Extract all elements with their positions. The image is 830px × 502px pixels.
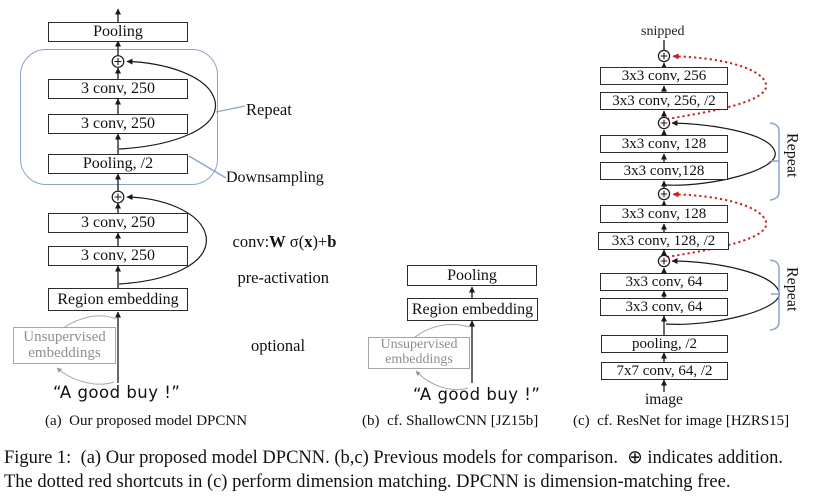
formula-part: σ( [285, 232, 305, 252]
node-conv64-b: 3x3 conv, 64 [600, 298, 728, 316]
node-pooling-half-c: pooling, /2 [601, 335, 728, 353]
node-label: Pooling [93, 23, 143, 40]
plus-circle-icon [111, 190, 125, 204]
panel-c-repeat-brackets [769, 122, 780, 331]
panel-a-embedding-curves [56, 315, 117, 385]
panel-a-pointer-lines [188, 105, 246, 179]
node-label: 3x3 conv, 256 [621, 67, 707, 84]
node-conv7x7: 7x7 conv, 64, /2 [601, 362, 728, 380]
snipped-label: snipped [641, 24, 685, 39]
node-conv64-a: 3x3 conv, 64 [600, 273, 728, 291]
node-conv128-c: 3x3 conv, 128 [600, 205, 728, 223]
conv-formula-note: conv:W σ(x)+b pre-activation [216, 215, 337, 306]
plus-circle-icon [657, 187, 671, 201]
figure-caption-line2: The dotted red shortcuts in (c) perform … [4, 472, 731, 492]
node-label: Region embedding [57, 290, 179, 308]
panel-b-embedding-curves [414, 323, 470, 391]
node-label: 3x3 conv,128 [623, 162, 705, 179]
node-conv-250-2: 3 conv, 250 [48, 114, 188, 134]
formula-part-bold: b [327, 232, 337, 252]
plus-circle-icon [657, 254, 671, 268]
node-label: Pooling [447, 266, 497, 284]
node-label: 3x3 conv, 64 [625, 273, 703, 290]
input-sentence-b: “A good buy !” [413, 385, 541, 404]
panel-c-dotted-shortcuts [666, 53, 768, 258]
plus-circle-icon [657, 49, 671, 63]
figure-caption-line1: Figure 1: (a) Our proposed model DPCNN. … [4, 448, 784, 468]
downsampling-label: Downsampling [226, 169, 324, 186]
node-label: 3x3 conv, 64 [625, 298, 703, 315]
node-label: Region embedding [411, 300, 534, 318]
node-pooling-b: Pooling [407, 265, 537, 286]
node-conv256-half: 3x3 conv, 256, /2 [600, 92, 728, 110]
node-label: Pooling, /2 [82, 155, 154, 172]
repeat-label-top-c: Repeat [783, 133, 801, 178]
node-conv128-a: 3x3 conv, 128 [600, 135, 728, 153]
panel-c-caption: (c) cf. ResNet for image [HZRS15] [573, 413, 790, 429]
node-label: 3x3 conv, 128 [621, 205, 707, 222]
node-label: 3 conv, 250 [80, 80, 156, 97]
node-pooling-top: Pooling [48, 22, 188, 42]
formula-part: )+ [312, 232, 328, 252]
panel-c-shortcut-arcs [665, 120, 780, 325]
node-conv128-half: 3x3 conv, 128, /2 [598, 232, 729, 250]
panel-c-add-nodes [657, 49, 671, 268]
node-label: pooling, /2 [631, 335, 697, 352]
node-label: 7x7 conv, 64, /2 [616, 362, 713, 379]
node-label: 3 conv, 250 [80, 115, 156, 132]
node-label: 3x3 conv, 128 [621, 135, 707, 152]
node-label: 3x3 conv, 128, /2 [611, 232, 716, 249]
node-conv-250-1: 3 conv, 250 [48, 79, 188, 99]
repeat-block-outline [20, 49, 218, 185]
ghost-label-line2: embeddings [385, 352, 453, 367]
node-pooling-half: Pooling, /2 [48, 154, 188, 174]
panel-a-caption: (a) Our proposed model DPCNN [45, 413, 248, 429]
node-region-embedding: Region embedding [48, 288, 188, 311]
node-conv-250-3: 3 conv, 250 [48, 213, 188, 233]
ghost-label-line2: embeddings [28, 344, 101, 361]
unsupervised-embeddings-box: Unsupervised embeddings [13, 327, 116, 364]
plus-circle-icon [657, 116, 671, 130]
image-label: image [645, 391, 683, 408]
formula-part-bold: x [304, 232, 313, 252]
formula-part: conv: [232, 232, 270, 252]
pre-activation-label: pre-activation [237, 268, 330, 288]
unsupervised-embeddings-box-b: Unsupervised embeddings [368, 337, 470, 369]
node-region-embedding-b: Region embedding [407, 298, 538, 321]
node-conv256: 3x3 conv, 256 [600, 67, 728, 85]
formula-part-bold: W [269, 232, 286, 252]
node-conv-250-4: 3 conv, 250 [48, 246, 188, 266]
node-conv128-b: 3x3 conv,128 [600, 162, 728, 180]
ghost-label-line1: Unsupervised [380, 337, 458, 353]
input-sentence: “A good buy !” [53, 383, 181, 402]
node-label: 3 conv, 250 [80, 214, 156, 231]
plus-circle-icon [111, 55, 125, 68]
optional-label: optional [251, 336, 306, 355]
repeat-label-bottom-c: Repeat [783, 267, 801, 312]
node-label: 3 conv, 250 [80, 247, 156, 264]
panel-b-caption: (b) cf. ShallowCNN [JZ15b] [362, 413, 539, 429]
conv-formula-line: conv:W σ(x)+b [233, 232, 337, 251]
panel-a-add-nodes [111, 55, 125, 204]
ghost-label-line1: Unsupervised [23, 328, 106, 345]
repeat-label: Repeat [246, 100, 292, 119]
panel-a-shortcut-arcs [118, 58, 216, 285]
node-label: 3x3 conv, 256, /2 [612, 92, 716, 109]
